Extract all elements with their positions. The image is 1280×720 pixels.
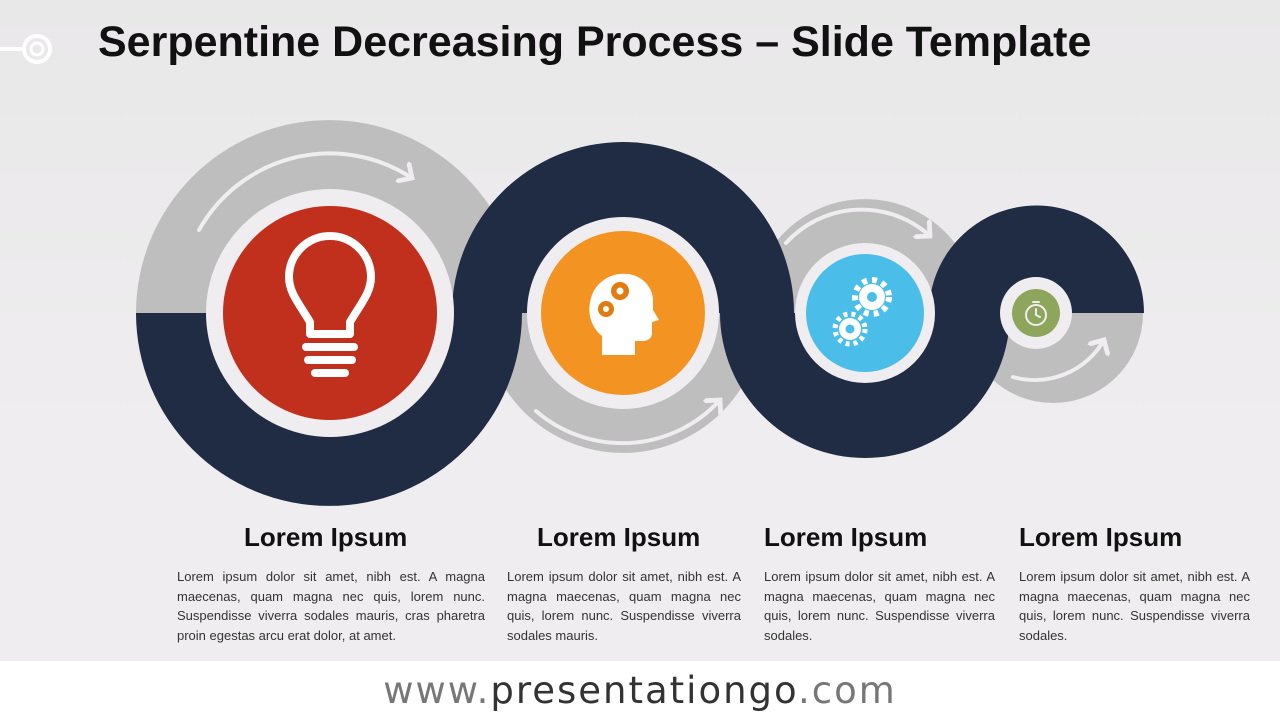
step-1-title: Lorem Ipsum: [244, 522, 408, 552]
stopwatch-icon: [1025, 301, 1047, 326]
step-4-title: Lorem Ipsum: [1019, 522, 1183, 552]
arrow-4: [1011, 340, 1104, 382]
gears-icon: [832, 277, 892, 347]
step-1-text: Lorem ipsum dolor sit amet, nibh est. A …: [177, 569, 485, 643]
step-4-text: Lorem ipsum dolor sit amet, nibh est. A …: [1019, 569, 1250, 643]
title-decoration: [0, 34, 52, 64]
footer-bar: [0, 661, 1280, 720]
footer-url-domain: presentationgo: [490, 669, 799, 712]
navy-ribbon-3: [720, 313, 1010, 458]
footer-url[interactable]: www.presentationgo.com: [0, 669, 1280, 712]
arrow-1: [197, 151, 412, 232]
navy-ribbon-4: [929, 205, 1144, 313]
step-1-circle: [223, 206, 437, 420]
arrow-3: [784, 207, 930, 245]
step-2-text: Lorem ipsum dolor sit amet, nibh est. A …: [507, 569, 741, 643]
lightbulb-icon: [285, 232, 375, 377]
step-2-title: Lorem Ipsum: [537, 522, 701, 552]
serpentine-diagram: [136, 120, 1144, 506]
footer-url-suffix: .com: [798, 669, 897, 712]
arrow-2: [534, 400, 720, 446]
step-3-text: Lorem ipsum dolor sit amet, nibh est. A …: [764, 569, 995, 643]
head-gears-icon: [589, 273, 659, 355]
step-3-title: Lorem Ipsum: [764, 522, 928, 552]
footer-url-prefix: www.: [383, 669, 491, 712]
slide-title: Serpentine Decreasing Process – Slide Te…: [98, 18, 1092, 66]
